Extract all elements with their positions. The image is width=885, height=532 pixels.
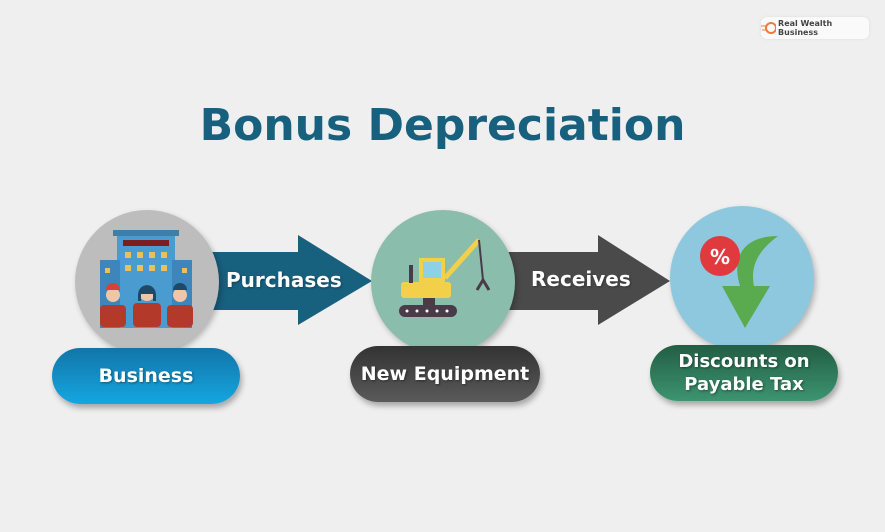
tax-discount-circle: % xyxy=(670,206,814,350)
arrow-purchases xyxy=(200,235,372,325)
brand-logo-icon xyxy=(761,22,777,34)
arrow-purchases-label: Purchases xyxy=(226,268,342,292)
office-building-people-icon xyxy=(100,230,193,328)
step-business: Business xyxy=(52,348,240,404)
arrow-receives xyxy=(500,235,670,325)
equipment-circle xyxy=(371,210,515,354)
step-discounts-tax: Discounts on Payable Tax xyxy=(650,345,838,401)
arrow-receives-label: Receives xyxy=(531,267,631,291)
brand-name: Real Wealth Business xyxy=(778,19,833,37)
step-new-equipment: New Equipment xyxy=(350,346,540,402)
percent-down-arrow-icon: % xyxy=(700,236,778,328)
crane-equipment-icon xyxy=(399,238,491,317)
business-circle xyxy=(75,210,219,354)
svg-text:%: % xyxy=(710,245,730,269)
brand-logo: Real Wealth Business xyxy=(761,17,869,39)
page-title: Bonus Depreciation xyxy=(199,100,686,151)
